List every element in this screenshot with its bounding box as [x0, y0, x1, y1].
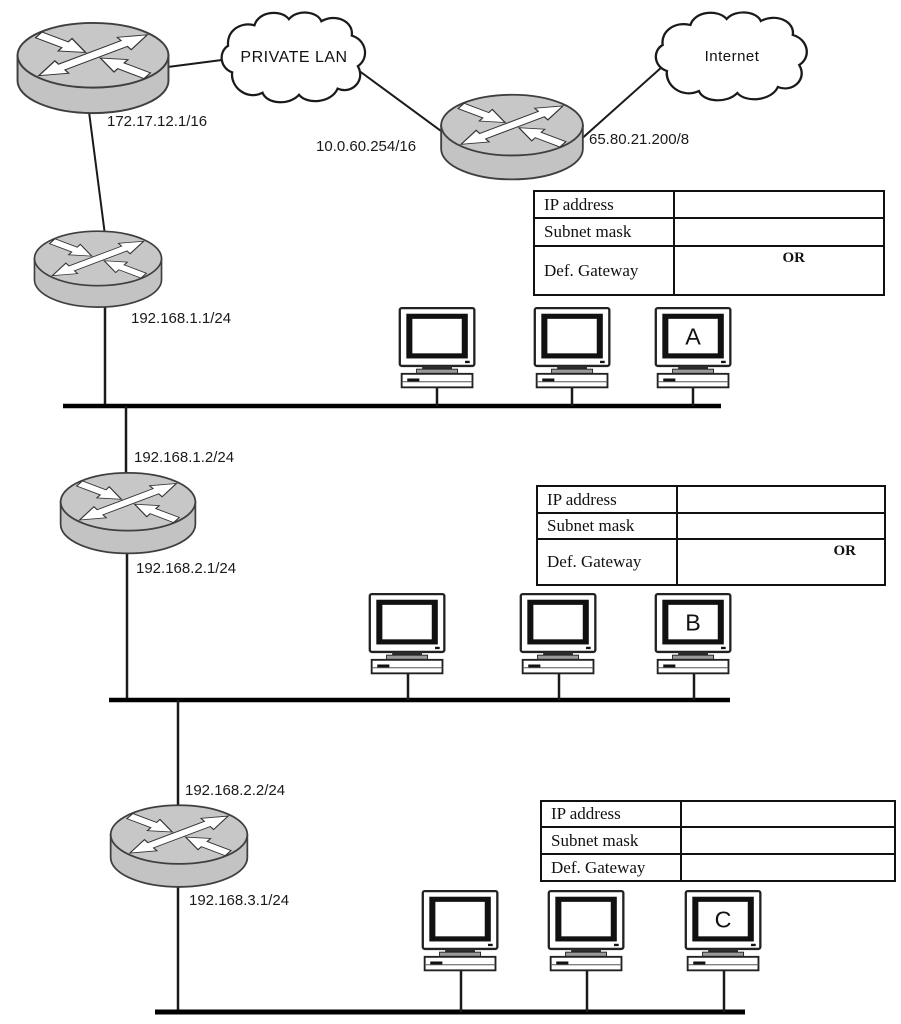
row-label-def-gateway: Def. Gateway	[538, 540, 678, 584]
router4-icon	[108, 802, 250, 892]
ip-address-field	[675, 192, 883, 217]
link-router1-router2	[87, 103, 106, 236]
internet-cloud: Internet	[652, 9, 812, 104]
ip-label-midrouter-right: 65.80.21.200/8	[589, 131, 690, 148]
table-row: IP address	[542, 802, 894, 828]
row-label-ip-address: IP address	[538, 487, 678, 512]
config-table-host-a: IP address Subnet mask Def. Gateway OR	[533, 190, 885, 296]
host-a-label: A	[685, 323, 701, 349]
pc1-lan3-icon	[420, 889, 502, 979]
ip-label-router2-lan1: 192.168.1.1/24	[131, 310, 232, 327]
router1-icon	[14, 20, 172, 118]
def-gateway-field	[682, 855, 894, 880]
ip-label-router3-lan2: 192.168.2.1/24	[136, 560, 237, 577]
host-b-label: B	[685, 609, 701, 635]
table-row: Subnet mask	[535, 219, 883, 247]
pc2-lan2-icon	[518, 592, 600, 682]
row-label-ip-address: IP address	[542, 802, 682, 826]
table-row: Def. Gateway OR	[535, 247, 883, 294]
row-label-subnet-mask: Subnet mask	[542, 828, 682, 853]
row-label-def-gateway: Def. Gateway	[542, 855, 682, 880]
host-c-icon: C	[683, 889, 765, 979]
ip-label-router4-lan3: 192.168.3.1/24	[189, 892, 290, 909]
ip-address-field	[678, 487, 884, 512]
row-label-subnet-mask: Subnet mask	[535, 219, 675, 245]
pc2-lan1-icon	[532, 306, 614, 396]
or-label: OR	[833, 543, 857, 559]
ip-address-field	[682, 802, 894, 826]
subnet-mask-field	[678, 514, 884, 538]
mid-router-icon	[438, 92, 586, 184]
table-row: IP address	[535, 192, 883, 219]
or-label: OR	[782, 250, 806, 266]
router3-icon	[58, 470, 198, 558]
pc1-lan2-icon	[367, 592, 449, 682]
row-label-def-gateway: Def. Gateway	[535, 247, 675, 294]
private-lan-label: PRIVATE LAN	[240, 48, 348, 66]
host-c-label: C	[715, 906, 732, 932]
ip-label-lan1-downlink: 192.168.1.2/24	[134, 449, 235, 466]
router2-icon	[32, 226, 164, 314]
private-lan-cloud: PRIVATE LAN	[218, 9, 370, 106]
table-row: IP address	[538, 487, 884, 514]
ip-label-lan2-downlink: 192.168.2.2/24	[185, 782, 286, 799]
table-row: Def. Gateway	[542, 855, 894, 880]
pc2-lan3-icon	[546, 889, 628, 979]
row-label-subnet-mask: Subnet mask	[538, 514, 678, 538]
config-table-host-c: IP address Subnet mask Def. Gateway	[540, 800, 896, 882]
table-row: Subnet mask	[538, 514, 884, 540]
internet-label: Internet	[704, 48, 760, 65]
subnet-mask-field	[675, 219, 883, 245]
subnet-mask-field	[682, 828, 894, 853]
ip-label-midrouter-left: 10.0.60.254/16	[316, 138, 417, 155]
table-row: Def. Gateway OR	[538, 540, 884, 584]
table-row: Subnet mask	[542, 828, 894, 855]
pc1-lan1-icon	[397, 306, 479, 396]
def-gateway-field: OR	[675, 247, 883, 294]
host-a-icon: A	[653, 306, 735, 396]
ip-label-router1-lan: 172.17.12.1/16	[107, 113, 208, 130]
config-table-host-b: IP address Subnet mask Def. Gateway OR	[536, 485, 886, 586]
row-label-ip-address: IP address	[535, 192, 675, 217]
def-gateway-field: OR	[678, 540, 884, 584]
host-b-icon: B	[653, 592, 735, 682]
